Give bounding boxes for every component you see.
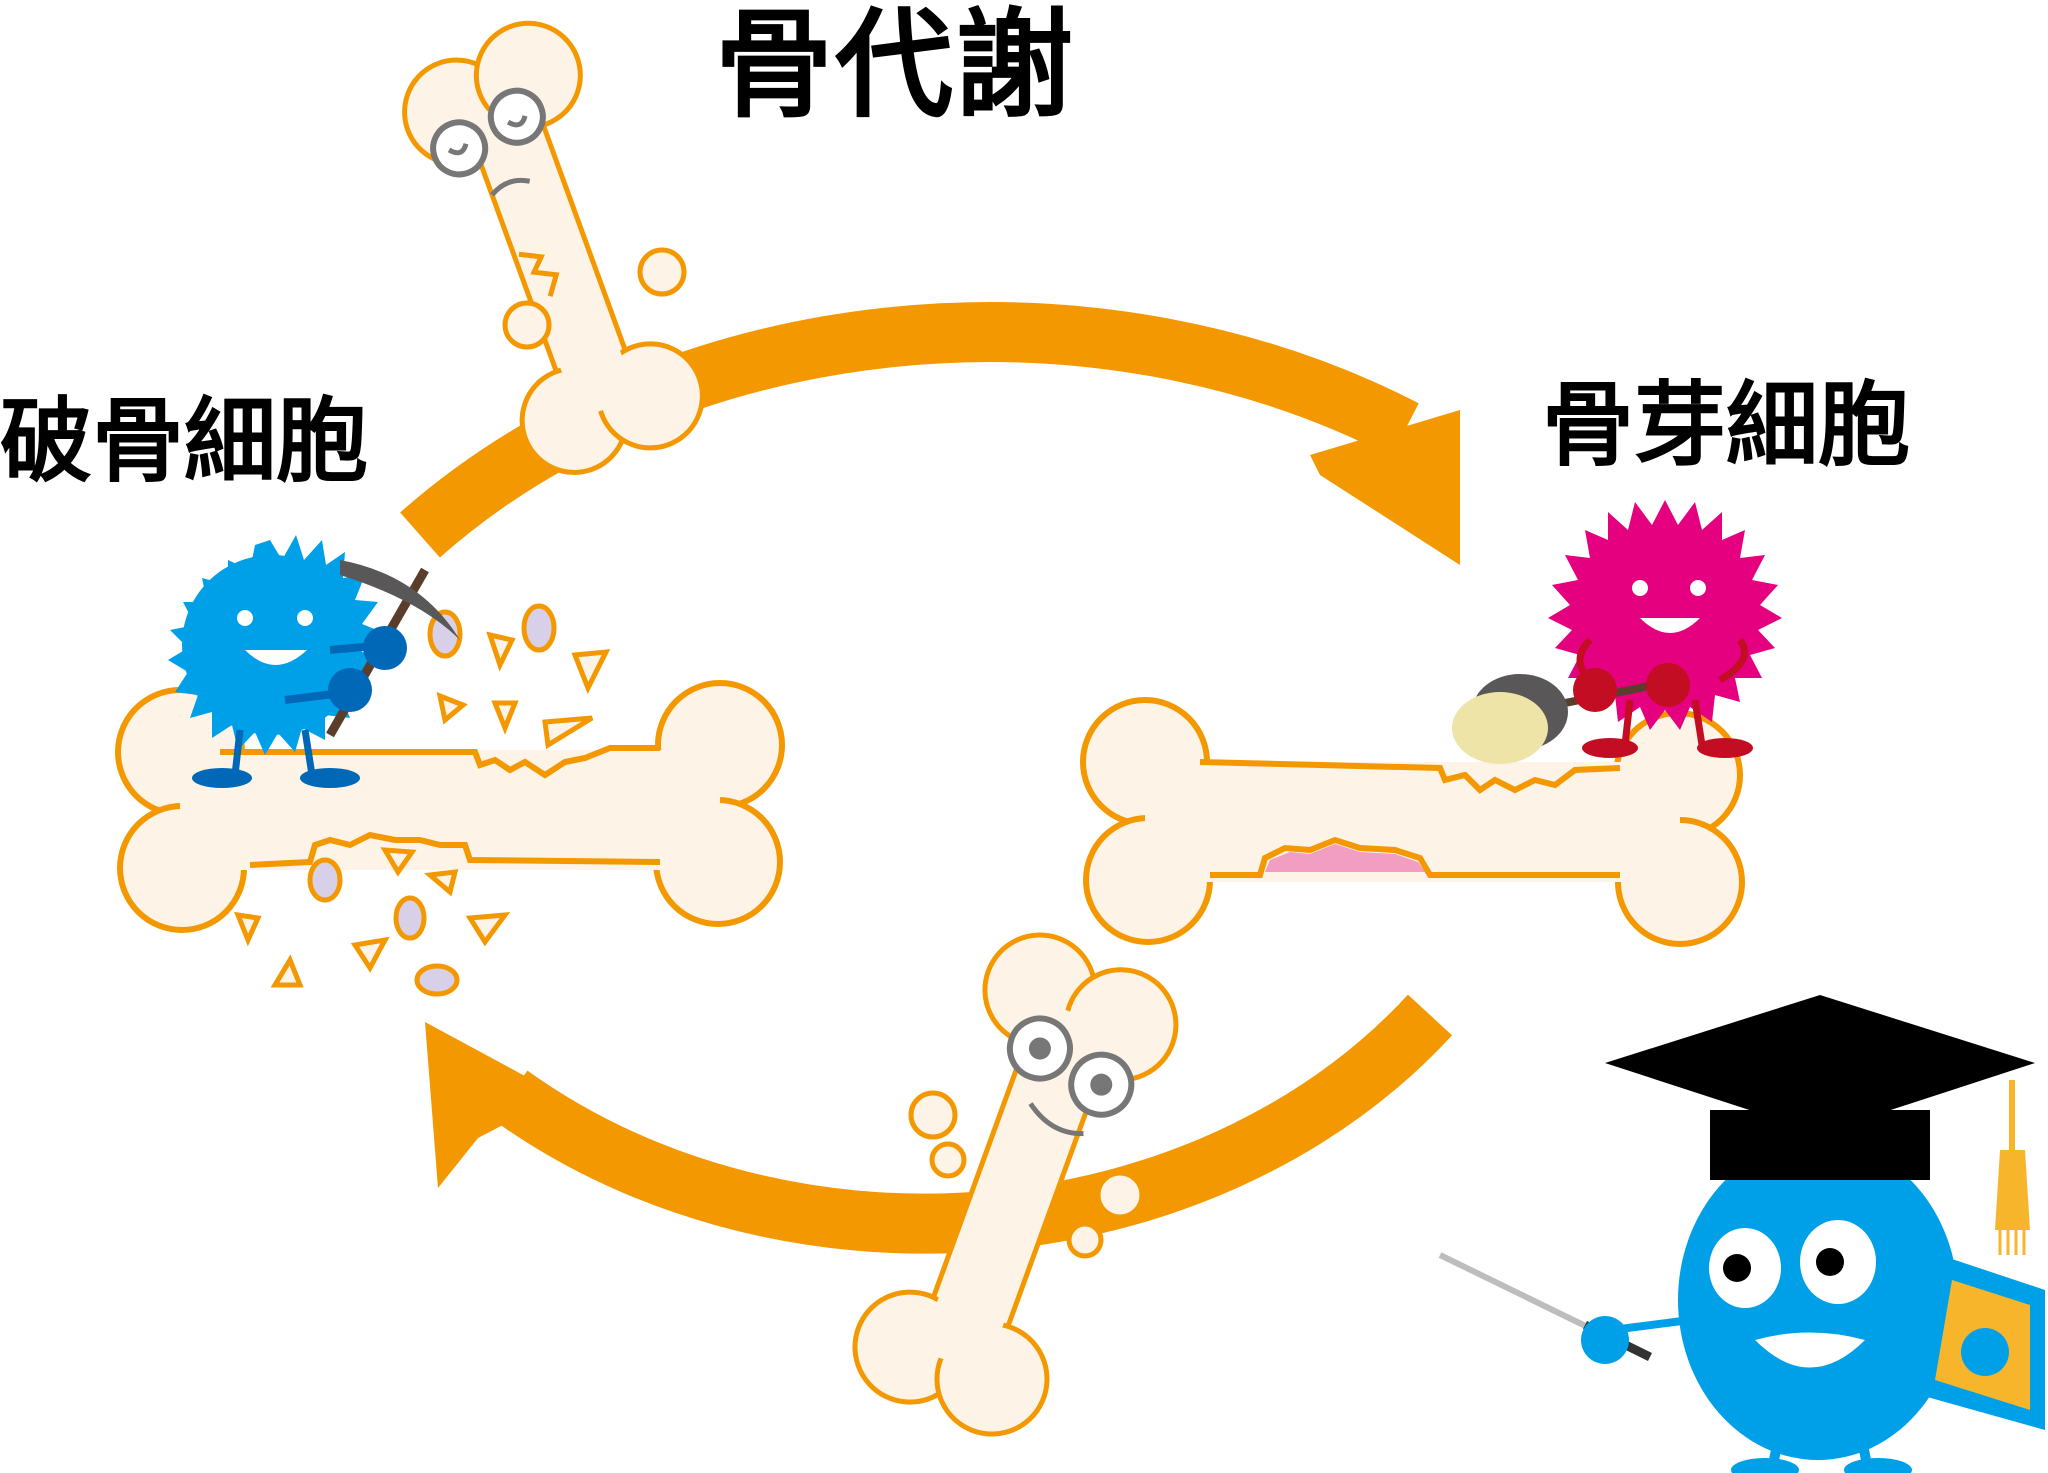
bone-left-icon [115, 680, 785, 933]
bone-fragments-top-icon [502, 247, 687, 350]
diagram-title: 骨代謝 [715, 0, 1076, 134]
bone-right-icon [1080, 697, 1745, 947]
osteoblast-label: 骨芽細胞 [1542, 372, 1911, 479]
osteoclast-character-icon [168, 535, 386, 788]
bone-fragments-bottom-icon [908, 1090, 1145, 1259]
trowel-icon [1452, 663, 1690, 764]
book-icon [1920, 1255, 2045, 1430]
graduation-cap-icon [1605, 995, 2035, 1255]
bone-fragments-left-icon [234, 603, 611, 997]
professor-mascot-icon [1611, 1140, 1958, 1473]
osteoclast-label: 破骨細胞 [0, 388, 369, 495]
bone-bottom-icon [852, 932, 1179, 1437]
pointer-stick-icon [1438, 1252, 1652, 1364]
pickaxe-icon [326, 560, 460, 738]
bone-top-icon [402, 20, 705, 475]
